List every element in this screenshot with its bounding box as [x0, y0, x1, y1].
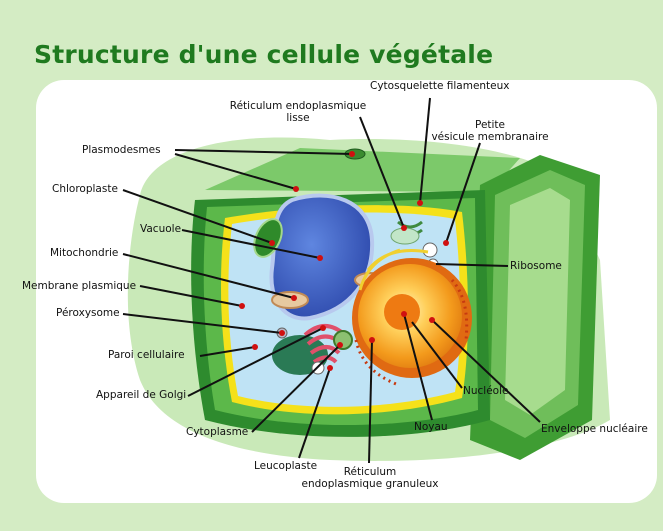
wall-right-light [505, 188, 570, 415]
label-reticulum-granuleux-line2: endoplasmique granuleux [290, 478, 450, 490]
dot-peroxysome [279, 330, 285, 336]
dot-chloroplaste [269, 240, 275, 246]
label-appareil-golgi: Appareil de Golgi [96, 389, 186, 401]
label-reticulum-lisse-line2: lisse [228, 112, 368, 124]
label-reticulum-granuleux: Réticulum endoplasmique granuleux [290, 466, 450, 490]
label-ribosome: Ribosome [510, 260, 562, 272]
label-cytoplasme: Cytoplasme [186, 426, 248, 438]
label-reticulum-lisse: Réticulum endoplasmique lisse [228, 100, 368, 124]
label-petite-vesicule-line1: Petite [420, 119, 560, 131]
dot-petite-vesicule [443, 240, 449, 246]
dot-golgi [320, 325, 326, 331]
dot-reticulum-lisse [401, 225, 407, 231]
label-petite-vesicule-line2: vésicule membranaire [420, 131, 560, 143]
dot-leucoplaste [327, 365, 333, 371]
small-vesicle [423, 243, 437, 257]
label-noyau: Noyau [414, 421, 448, 433]
dot-plasmodesmes-2 [293, 186, 299, 192]
dot-membrane [239, 303, 245, 309]
dot-plasmodesmes [349, 151, 355, 157]
dot-vacuole [317, 255, 323, 261]
label-enveloppe-nucleaire: Enveloppe nucléaire [541, 423, 648, 435]
diagram-title: Structure d'une cellule végétale [34, 40, 493, 69]
dot-cytoplasme [337, 342, 343, 348]
label-reticulum-lisse-line1: Réticulum endoplasmique [228, 100, 368, 112]
label-vacuole: Vacuole [140, 223, 181, 235]
dot-paroi [252, 344, 258, 350]
leucoplast [334, 331, 352, 349]
label-paroi-cellulaire: Paroi cellulaire [108, 349, 185, 361]
dot-cytosquelette [417, 200, 423, 206]
dot-enveloppe [429, 317, 435, 323]
label-membrane-plasmique: Membrane plasmique [22, 280, 136, 292]
label-plasmodesmes: Plasmodesmes [82, 144, 161, 156]
label-reticulum-granuleux-line1: Réticulum [290, 466, 450, 478]
label-mitochondrie: Mitochondrie [50, 247, 118, 259]
dot-reticulum-granuleux [369, 337, 375, 343]
label-petite-vesicule: Petite vésicule membranaire [420, 119, 560, 143]
label-chloroplaste: Chloroplaste [52, 183, 118, 195]
dot-noyau [401, 311, 407, 317]
label-nucleole: Nucléole [463, 385, 508, 397]
label-peroxysome: Péroxysome [56, 307, 120, 319]
dot-mitochondrie [291, 295, 297, 301]
label-cytosquelette: Cytosquelette filamenteux [370, 80, 510, 92]
